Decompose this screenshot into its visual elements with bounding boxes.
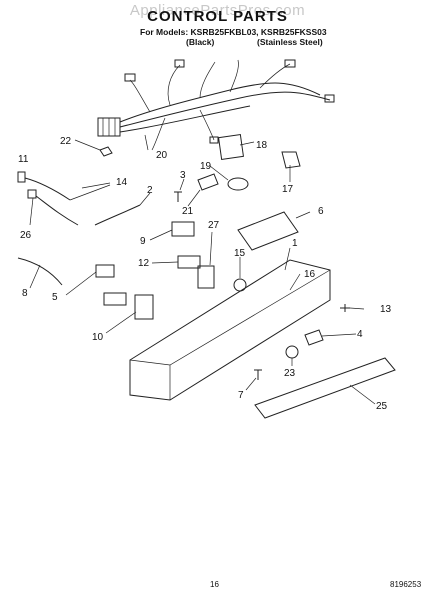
page-number: 16 — [210, 580, 219, 589]
screw-part — [174, 191, 182, 202]
callout-21: 21 — [182, 206, 194, 217]
callout-6: 6 — [318, 206, 324, 217]
switch-part-12b — [103, 292, 127, 306]
callout-2: 2 — [147, 185, 153, 196]
wire-part — [17, 257, 63, 286]
callout-16: 16 — [304, 269, 316, 280]
switch-part-4 — [304, 329, 324, 346]
tube-part — [94, 204, 141, 226]
label-part — [134, 294, 154, 320]
diagram-title: CONTROL PARTS — [147, 8, 288, 25]
knob-part — [233, 278, 247, 292]
callout-3: 3 — [180, 170, 186, 181]
callout-25: 25 — [376, 401, 388, 412]
callout-4: 4 — [357, 329, 363, 340]
bracket-part — [281, 151, 301, 169]
thermistor-part — [17, 171, 111, 226]
callout-12: 12 — [138, 258, 150, 269]
watermark: AppliancePartsPros.com — [129, 2, 306, 19]
control-housing — [129, 259, 331, 401]
screw-part-13 — [340, 304, 350, 312]
callout-18: 18 — [256, 140, 268, 151]
callout-11: 11 — [18, 154, 29, 165]
plate-part — [218, 134, 244, 160]
switch-part — [171, 221, 195, 237]
callout-26: 26 — [20, 230, 32, 241]
lamp-socket — [197, 173, 219, 191]
trim-part — [254, 357, 396, 419]
clip-part — [99, 146, 113, 157]
callout-5: 5 — [52, 292, 58, 303]
document-number: 8196253 — [390, 580, 422, 589]
light-bulb — [227, 177, 249, 191]
callout-10: 10 — [92, 332, 104, 343]
callout-9: 9 — [140, 236, 146, 247]
label-part-27 — [197, 265, 215, 289]
callout-19: 19 — [200, 161, 212, 172]
callout-8: 8 — [22, 288, 28, 299]
callout-27: 27 — [208, 220, 220, 231]
callout-20: 20 — [156, 150, 168, 161]
callout-23: 23 — [284, 368, 296, 379]
grommet-part — [285, 345, 299, 359]
callout-7: 7 — [238, 390, 244, 401]
screw-part-7 — [254, 369, 262, 380]
control-board — [237, 211, 299, 251]
leader-lines — [29, 134, 376, 405]
callout-13: 13 — [380, 304, 392, 315]
model-list: For Models: KSRB25FKBL03, KSRB25FKSS03 — [140, 27, 327, 37]
switch-part-5 — [95, 264, 115, 278]
callout-22: 22 — [60, 136, 72, 147]
variant-stainless: (Stainless Steel) — [257, 37, 323, 47]
callout-14: 14 — [116, 177, 128, 188]
callout-17: 17 — [282, 184, 294, 195]
callout-15: 15 — [234, 248, 246, 259]
wire-harness — [97, 59, 335, 151]
variant-black: (Black) — [186, 37, 215, 47]
switch-part-12 — [177, 255, 201, 269]
callout-1: 1 — [292, 238, 298, 249]
